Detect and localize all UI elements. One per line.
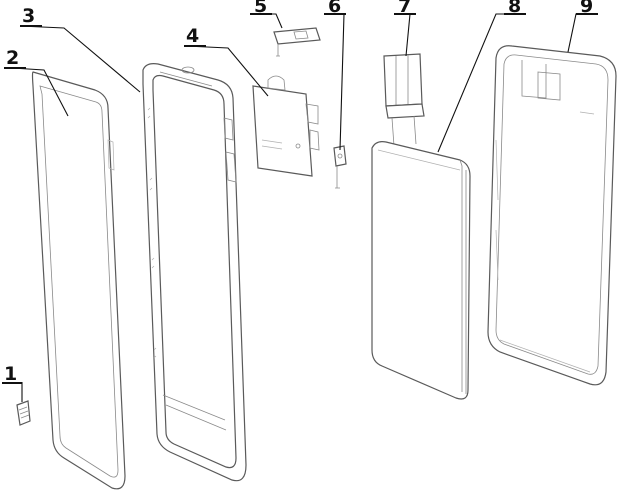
part-2-front-panel (31, 71, 126, 490)
leader-7 (398, 13, 411, 57)
part-3-middle-frame (142, 63, 247, 482)
callout-label-3: 3 (22, 5, 35, 27)
callout-label-8: 8 (508, 0, 521, 17)
callout-3: 3 (20, 5, 42, 27)
part-6-clip (333, 145, 347, 189)
callout-8: 8 (504, 0, 526, 17)
callout-label-4: 4 (186, 25, 199, 47)
callout-label-9: 9 (580, 0, 593, 17)
part-4-mainboard (252, 75, 320, 177)
part-1-small-component (16, 400, 31, 426)
leader-9 (567, 13, 580, 53)
callout-label-2: 2 (6, 47, 19, 69)
callout-5: 5 (250, 0, 272, 17)
callout-label-5: 5 (254, 0, 267, 17)
part-7-flex-connector (383, 53, 425, 147)
callout-label-1: 1 (4, 363, 17, 385)
callout-9: 9 (576, 0, 598, 17)
callout-6: 6 (324, 0, 346, 17)
callout-2: 2 (4, 47, 26, 69)
callout-4: 4 (184, 25, 206, 47)
callout-label-7: 7 (398, 0, 411, 17)
part-8-battery (371, 141, 471, 400)
part-5-connector (273, 27, 321, 57)
callout-7: 7 (394, 0, 416, 17)
callout-1: 1 (2, 363, 22, 385)
callout-label-6: 6 (328, 0, 341, 17)
leader-6 (330, 13, 345, 151)
part-9-back-cover (487, 45, 617, 386)
